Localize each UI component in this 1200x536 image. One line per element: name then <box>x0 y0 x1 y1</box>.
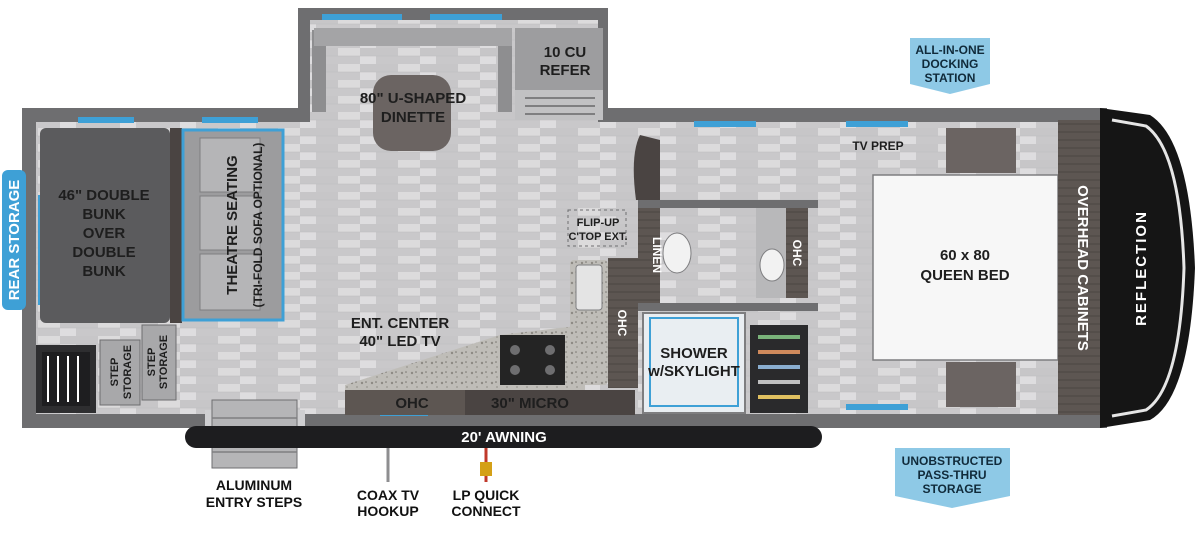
ent-center-base <box>345 390 465 415</box>
ent-center-label-2: 40" LED TV <box>359 333 440 350</box>
bunk-label-5: BUNK <box>82 263 125 280</box>
awning <box>185 426 822 448</box>
flip-up-extension <box>567 209 627 247</box>
coax-label-2: HOOKUP <box>357 503 418 519</box>
theatre-seating-label: THEATRE SEATING <box>224 155 241 294</box>
shower-skylight <box>649 317 739 407</box>
bunk <box>40 128 170 323</box>
bunk-label-1: 46" DOUBLE <box>58 187 149 204</box>
overhead-cabinets-label: OVERHEAD CABINETS <box>1074 185 1091 351</box>
docking-station-callout <box>910 38 990 94</box>
rear-storage-callout <box>2 170 26 310</box>
queen-bed-label-1: 60 x 80 <box>940 247 990 264</box>
bath-wall-bottom <box>638 303 818 311</box>
entry-steps-label-2: ENTRY STEPS <box>206 494 302 510</box>
refer-label-1: 10 CU <box>544 44 587 61</box>
step-storage-2-label-2: STORAGE <box>158 335 170 389</box>
overhead-cabinets <box>1058 120 1100 415</box>
refrigerator <box>515 28 603 90</box>
sofa-optional-label: (TRI-FOLD SOFA OPTIONAL) <box>251 143 265 308</box>
step-storage-1 <box>99 339 141 406</box>
bath-ohc-cabinet <box>786 208 808 298</box>
bunk-label-4: DOUBLE <box>72 244 135 261</box>
bunk-label-3: OVER <box>83 225 126 242</box>
queen-bed <box>872 174 1059 361</box>
rear-storage-label: REAR STORAGE <box>6 180 23 301</box>
pass-thru-callout-line-2: PASS-THRU <box>917 468 986 482</box>
step-storage-1-label-1: STEP <box>109 358 121 387</box>
stove <box>500 335 565 385</box>
shower-label-2: w/SKYLIGHT <box>647 363 740 380</box>
front-cap-trim <box>1111 118 1186 418</box>
stove-burners <box>510 345 555 375</box>
step-storage-1-label-2: STORAGE <box>122 345 134 399</box>
docking-callout-line-3: STATION <box>925 71 976 85</box>
kitchen-ohc-cabinet <box>608 258 638 388</box>
entry-steps-label-1: ALUMINUM <box>216 477 292 493</box>
tv-prep-label: TV PREP <box>852 139 903 153</box>
pass-thru-callout <box>895 448 1010 508</box>
flip-up-label-2: C'TOP EXT. <box>568 231 627 243</box>
theatre-seating-outline <box>181 128 285 322</box>
queen-bed-label-2: QUEEN BED <box>920 267 1009 284</box>
refer-label-2: REFER <box>540 62 591 79</box>
shower-label-1: SHOWER <box>660 345 728 362</box>
dinette-table <box>373 75 451 151</box>
bath-ohc-label: OHC <box>790 240 804 267</box>
kitchen-sink <box>575 264 603 311</box>
shower <box>642 312 746 414</box>
flip-up-label-1: FLIP-UP <box>577 217 620 229</box>
dinette-bench-back <box>314 28 512 46</box>
theatre-seat-cushions <box>199 137 261 311</box>
step-storage-2-label-1: STEP <box>146 348 158 377</box>
dinette-label-1: 80" U-SHAPED <box>360 90 466 107</box>
docking-callout-line-2: DOCKING <box>922 57 979 71</box>
lp-connector <box>480 462 492 476</box>
bath-wall-top <box>638 200 818 208</box>
micro-label: 30" MICRO <box>491 395 569 412</box>
bath-sink <box>759 248 785 282</box>
coax-label-1: COAX TV <box>357 487 420 503</box>
storage-bins <box>42 352 90 406</box>
linen-label: LINEN <box>650 237 664 273</box>
pass-thru-callout-line-3: STORAGE <box>922 482 981 496</box>
bunk-label-2: BUNK <box>82 206 125 223</box>
awning-label: 20' AWNING <box>461 429 547 446</box>
ent-ohc-label: OHC <box>395 395 429 412</box>
nightstand-top <box>946 128 1016 173</box>
bunk-side-rail <box>170 128 182 323</box>
step-storage-2 <box>141 324 177 401</box>
front-cap <box>1100 108 1195 428</box>
linen-cabinet <box>638 208 660 303</box>
micro-base <box>465 390 635 415</box>
ent-center-label-1: ENT. CENTER <box>351 315 450 332</box>
pass-thru-callout-line-1: UNOBSTRUCTED <box>902 454 1003 468</box>
kitchen-ohc-label: OHC <box>615 310 629 337</box>
refer-vents <box>525 97 595 115</box>
lp-label-1: LP QUICK <box>453 487 520 503</box>
dinette-label-2: DINETTE <box>381 109 445 126</box>
brand-logo: REFLECTION <box>1133 210 1150 326</box>
bath-entry-curve <box>633 135 660 200</box>
lp-label-2: CONNECT <box>451 503 521 519</box>
nightstand-bottom <box>946 362 1016 407</box>
docking-callout-line-1: ALL-IN-ONE <box>915 43 984 57</box>
toilet <box>662 232 692 274</box>
wardrobe-hangers <box>758 335 800 399</box>
